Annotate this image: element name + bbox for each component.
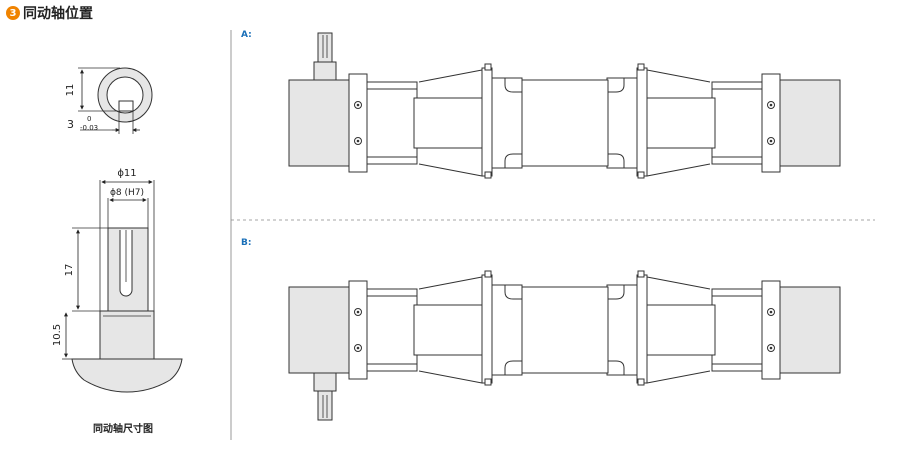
dim-base-length-label: 10.5 xyxy=(52,324,63,346)
shaft-top-view xyxy=(78,67,153,134)
dim-width-label: 3 xyxy=(67,118,74,131)
mechanism-a xyxy=(288,32,841,179)
drawing-caption: 同动轴尺寸图 xyxy=(93,424,153,435)
section-title: 同动轴位置 xyxy=(23,6,93,22)
shaft-side-view xyxy=(62,180,183,393)
section-header: 3 同动轴位置 xyxy=(6,3,93,23)
mechanism-b xyxy=(288,270,841,421)
panel-b-label: B: xyxy=(241,238,251,248)
tolerance-upper: 0 xyxy=(87,115,91,123)
dim-shaft-length-label: 17 xyxy=(64,264,75,277)
tolerance-lower: -0.03 xyxy=(80,124,98,132)
dim-inner-diameter-label: ϕ8 (H7) xyxy=(110,188,144,198)
dim-outer-diameter-label: ϕ11 xyxy=(117,168,136,179)
panel-a-label: A: xyxy=(241,30,252,40)
section-number-badge: 3 xyxy=(6,6,20,20)
dim-height-label: 11 xyxy=(65,84,76,97)
